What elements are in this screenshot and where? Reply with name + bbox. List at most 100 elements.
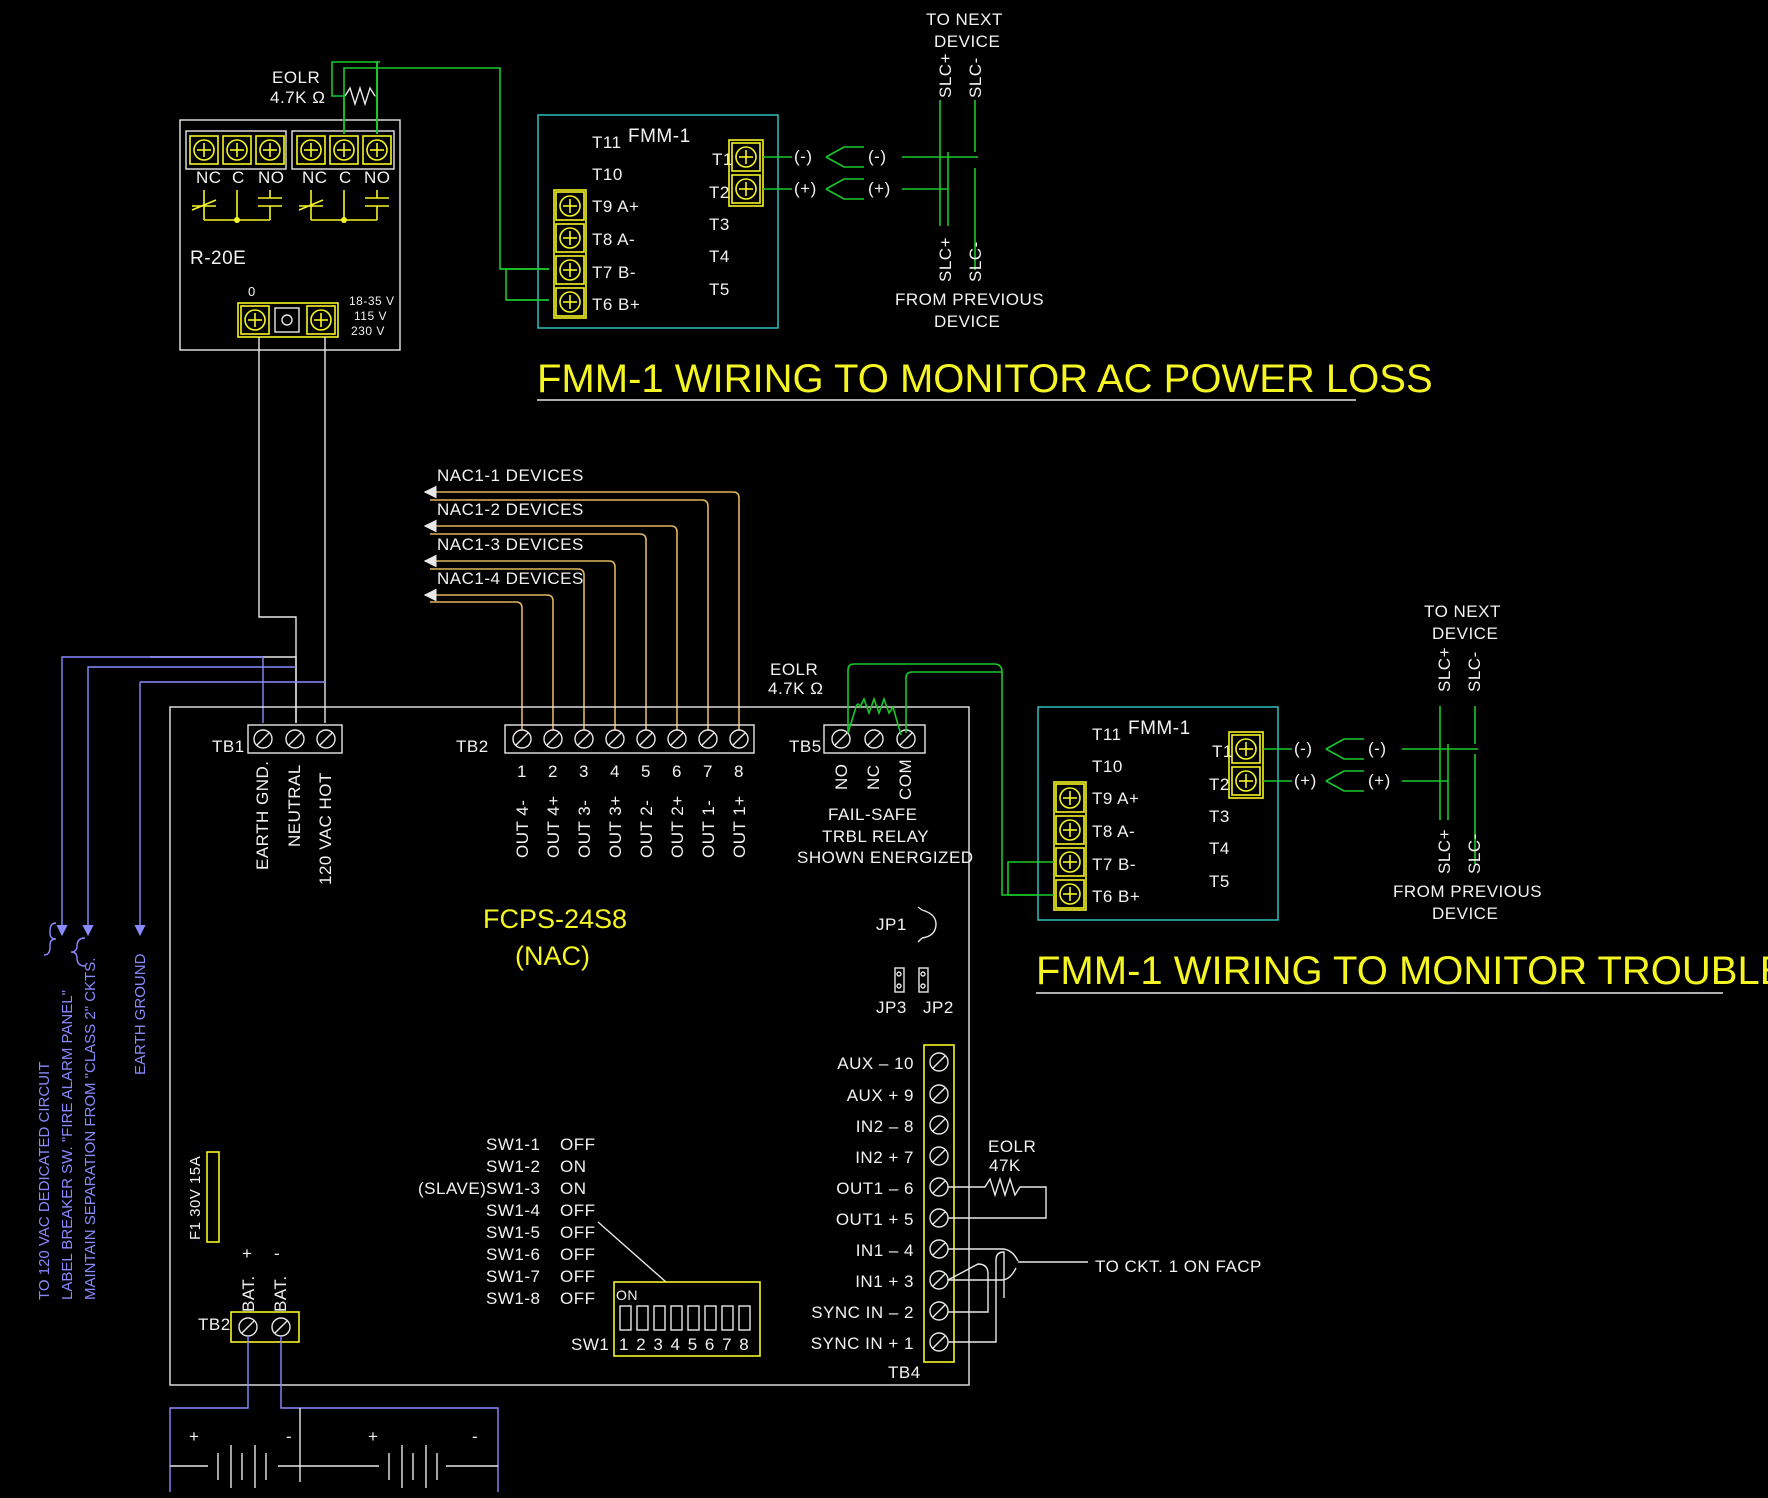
svg-text:OUT 1-: OUT 1- xyxy=(699,800,718,858)
fmm-bottom-name: FMM-1 xyxy=(1128,718,1191,739)
relay-r20e: EOLR 4.7K Ω NC C NO NC C NO R-20E 0 18-3… xyxy=(179,68,401,351)
svg-text:-: - xyxy=(274,1244,280,1263)
svg-text:TO NEXT: TO NEXT xyxy=(926,10,1003,29)
fmm-top-box xyxy=(537,114,779,329)
svg-text:+: + xyxy=(242,1244,252,1263)
slc-bottom: (-) (-) (+) (+) TO NEXT DEVICE SLC+ SLC-… xyxy=(1263,602,1542,923)
svg-text:JP3: JP3 xyxy=(876,998,907,1017)
relay-eolr-value: 4.7K Ω xyxy=(270,88,325,107)
svg-text:OFF: OFF xyxy=(560,1289,596,1308)
svg-text:NO: NO xyxy=(832,764,851,791)
svg-text:NAC1-2 DEVICES: NAC1-2 DEVICES xyxy=(437,500,584,519)
tb5-eolr-resistor-icon xyxy=(847,696,902,736)
svg-text:SW1-3: SW1-3 xyxy=(486,1179,540,1198)
panel-name: FCPS-24S8 xyxy=(483,904,627,934)
svg-text:OUT 1+: OUT 1+ xyxy=(730,795,749,858)
svg-text:OFF: OFF xyxy=(560,1201,596,1220)
svg-text:EOLR: EOLR xyxy=(770,660,818,679)
svg-text:4: 4 xyxy=(610,762,620,781)
svg-text:C: C xyxy=(339,168,352,187)
fmm-module-bottom: FMM-1 T11 T10 T9 A+ T8 A- T7 B- T6 B+ T1… xyxy=(1037,706,1279,921)
svg-text:(-): (-) xyxy=(794,147,812,166)
tb4-labels: AUX – 10 AUX + 9 IN2 – 8 IN2 + 7 OUT1 – … xyxy=(811,1054,914,1353)
tb4-terminals xyxy=(929,1052,949,1352)
svg-text:TRBL RELAY: TRBL RELAY xyxy=(822,827,929,846)
svg-text:SLC+: SLC+ xyxy=(1435,829,1454,874)
svg-text:OFF: OFF xyxy=(560,1267,596,1286)
fuse-icon xyxy=(206,1151,220,1243)
dip-switch-sw1 xyxy=(613,1281,761,1357)
svg-text:SLC-: SLC- xyxy=(1465,651,1484,692)
svg-text:SLC-: SLC- xyxy=(966,57,985,98)
panel-box xyxy=(169,706,970,1386)
svg-text:4.7K Ω: 4.7K Ω xyxy=(768,679,823,698)
relay-box xyxy=(179,119,401,351)
svg-text:T6 B+: T6 B+ xyxy=(592,295,640,314)
svg-text:+: + xyxy=(189,1427,199,1446)
svg-text:NC: NC xyxy=(196,168,222,187)
svg-text:OFF: OFF xyxy=(560,1223,596,1242)
svg-text:T3: T3 xyxy=(709,215,730,234)
note-line1: TO 120 VAC DEDICATED CIRCUIT xyxy=(36,1062,53,1300)
svg-text:F1 30V 15A: F1 30V 15A xyxy=(187,1156,204,1240)
svg-text:T11: T11 xyxy=(1092,725,1122,744)
svg-text:BAT.: BAT. xyxy=(239,1275,258,1312)
svg-text:1: 1 xyxy=(517,762,527,781)
svg-text:JP2: JP2 xyxy=(923,998,954,1017)
svg-text:TB2: TB2 xyxy=(456,737,489,756)
svg-text:TB4: TB4 xyxy=(888,1363,921,1382)
nac-outputs: NAC1-1 DEVICES NAC1-2 DEVICES NAC1-3 DEV… xyxy=(423,466,740,730)
svg-text:T8 A-: T8 A- xyxy=(1092,822,1135,841)
batteries: + - + - xyxy=(169,1336,499,1492)
svg-text:T2: T2 xyxy=(1209,775,1230,794)
svg-text:FAIL-SAFE: FAIL-SAFE xyxy=(828,805,918,824)
svg-text:SLC+: SLC+ xyxy=(1435,647,1454,692)
title-ac-power-loss: FMM-1 WIRING TO MONITOR AC POWER LOSS xyxy=(537,357,1433,401)
svg-text:(-): (-) xyxy=(1294,739,1312,758)
svg-text:OUT1 – 6: OUT1 – 6 xyxy=(836,1179,914,1198)
svg-text:SW1-8: SW1-8 xyxy=(486,1289,540,1308)
svg-text:SLC-: SLC- xyxy=(966,241,985,282)
tb4-strip xyxy=(923,1044,955,1363)
svg-text:IN1 – 4: IN1 – 4 xyxy=(856,1241,914,1260)
svg-text:230 V: 230 V xyxy=(351,324,385,338)
svg-text:3: 3 xyxy=(579,762,589,781)
svg-text:NO: NO xyxy=(258,168,285,187)
svg-text:T9 A+: T9 A+ xyxy=(592,197,639,216)
svg-text:T5: T5 xyxy=(1209,872,1230,891)
svg-text:6: 6 xyxy=(672,762,682,781)
svg-text:C: C xyxy=(232,168,245,187)
svg-text:AUX – 10: AUX – 10 xyxy=(837,1054,914,1073)
relay-eolr-label: EOLR xyxy=(272,68,320,87)
svg-text:(+): (+) xyxy=(794,179,817,198)
svg-text:DEVICE: DEVICE xyxy=(1432,624,1498,643)
facp-label: TO CKT. 1 ON FACP xyxy=(1095,1257,1262,1276)
svg-text:T4: T4 xyxy=(709,247,730,266)
svg-text:SW1: SW1 xyxy=(571,1335,609,1354)
note-line3: MAINTAIN SEPARATION FROM "CLASS 2" CKTS. xyxy=(82,958,99,1300)
svg-text:OFF: OFF xyxy=(560,1245,596,1264)
svg-text:47K: 47K xyxy=(989,1156,1021,1175)
svg-text:FROM PREVIOUS: FROM PREVIOUS xyxy=(1393,882,1542,901)
svg-text:EARTH GND.: EARTH GND. xyxy=(253,760,272,870)
svg-text:NAC1-4 DEVICES: NAC1-4 DEVICES xyxy=(437,569,584,588)
svg-text:ON: ON xyxy=(616,1287,638,1303)
svg-text:OUT 2-: OUT 2- xyxy=(637,800,656,858)
svg-text:SW1-7: SW1-7 xyxy=(486,1267,540,1286)
svg-text:(+): (+) xyxy=(868,179,891,198)
svg-text:IN1 + 3: IN1 + 3 xyxy=(855,1272,914,1291)
svg-text:-: - xyxy=(472,1427,478,1446)
svg-text:OUT 3+: OUT 3+ xyxy=(606,795,625,858)
relay-name: R-20E xyxy=(190,248,246,269)
svg-text:(+): (+) xyxy=(1294,771,1317,790)
jp1-icon xyxy=(917,906,937,943)
svg-text:T10: T10 xyxy=(592,165,623,184)
svg-text:SW1-6: SW1-6 xyxy=(486,1245,540,1264)
svg-text:DEVICE: DEVICE xyxy=(934,312,1000,331)
dip-switch-rockers xyxy=(619,1305,751,1331)
svg-text:AUX + 9: AUX + 9 xyxy=(847,1086,914,1105)
svg-text:SYNC IN – 2: SYNC IN – 2 xyxy=(811,1303,914,1322)
svg-text:OUT1 + 5: OUT1 + 5 xyxy=(836,1210,914,1229)
